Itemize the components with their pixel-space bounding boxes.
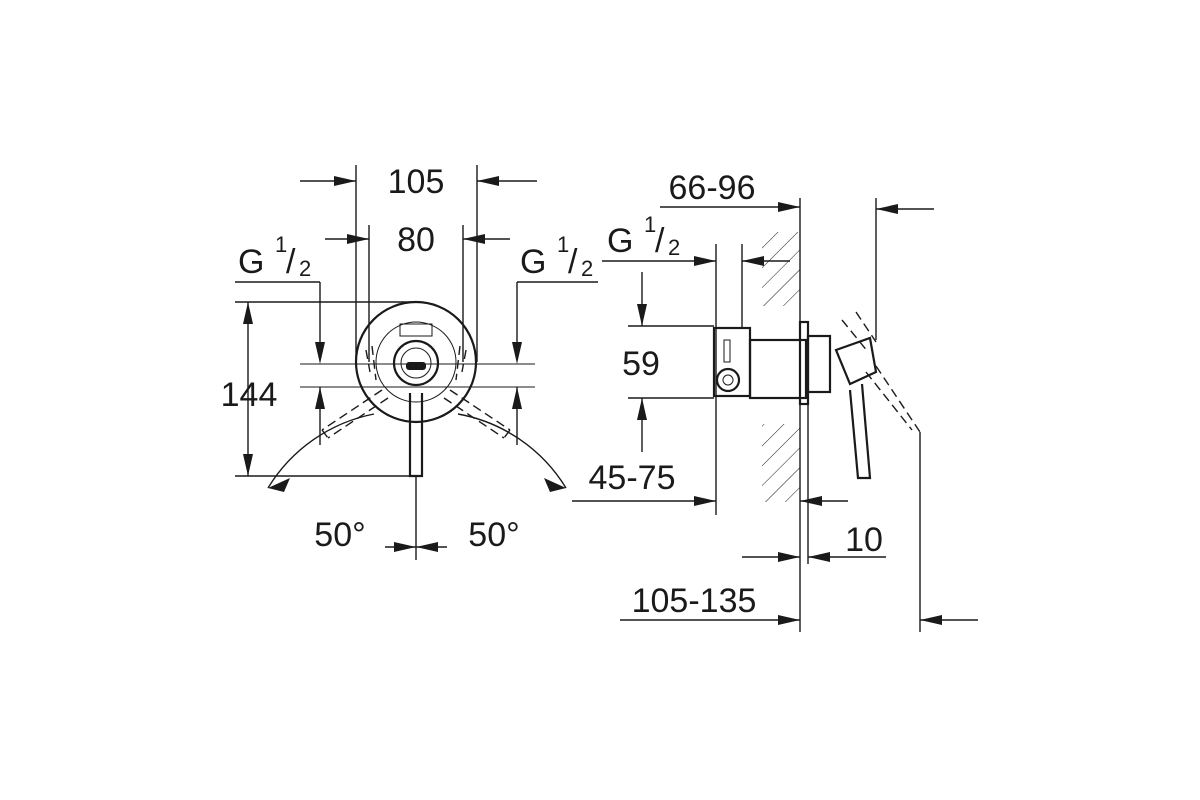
svg-text:/: / (655, 222, 665, 260)
svg-text:G: G (607, 222, 633, 260)
escutcheon-side (806, 334, 832, 394)
svg-text:/: / (568, 243, 578, 281)
lever-rotated-left (321, 389, 389, 439)
angle-left-label: 50° (314, 516, 365, 554)
thread-label-left: G 1 / 2 (238, 232, 311, 281)
dim-45-75-label: 45-75 (589, 459, 676, 497)
dim-105-135-label: 105-135 (632, 582, 757, 620)
svg-text:2: 2 (668, 235, 680, 260)
lever-rotated-right (443, 389, 511, 439)
wall-hatch-lower (762, 424, 800, 502)
angle-right-label: 50° (468, 516, 519, 554)
valve-hub-outer (392, 339, 440, 387)
dim-105-label: 105 (388, 163, 445, 201)
cartridge-slot (406, 362, 426, 370)
side-view: 66-96 G 1 / 2 59 45-75 (572, 169, 978, 632)
svg-text:1: 1 (275, 232, 287, 257)
wall-hatch-upper (762, 232, 800, 306)
dim-10-label: 10 (845, 521, 883, 559)
svg-text:G: G (520, 243, 546, 281)
thread-label-right: G 1 / 2 (520, 232, 593, 281)
inlet-boss-right (455, 345, 467, 381)
dim-59-label: 59 (622, 345, 660, 383)
valve-hub-inner (400, 347, 432, 379)
thread-label-side: G 1 / 2 (607, 212, 680, 260)
svg-text:/: / (286, 243, 296, 281)
inlet-boss-left (365, 345, 377, 381)
lock-pin (723, 339, 731, 363)
svg-text:1: 1 (557, 232, 569, 257)
valve-top-clip (399, 323, 433, 337)
valve-body-outline (375, 321, 457, 403)
lever-side-rotated (841, 311, 921, 433)
dim-66-96-label: 66-96 (669, 169, 756, 207)
cartridge-housing (748, 338, 808, 400)
dim-80-label: 80 (397, 221, 435, 259)
front-view: 105 80 G 1 / 2 G 1 / 2 (221, 163, 598, 560)
svg-text:1: 1 (644, 212, 656, 237)
dim-144-label: 144 (221, 376, 278, 414)
lever-handle (408, 393, 424, 478)
svg-text:G: G (238, 243, 264, 281)
inlet-port-side (715, 367, 741, 393)
svg-text:2: 2 (581, 256, 593, 281)
svg-text:2: 2 (299, 256, 311, 281)
lever-side (834, 336, 878, 386)
